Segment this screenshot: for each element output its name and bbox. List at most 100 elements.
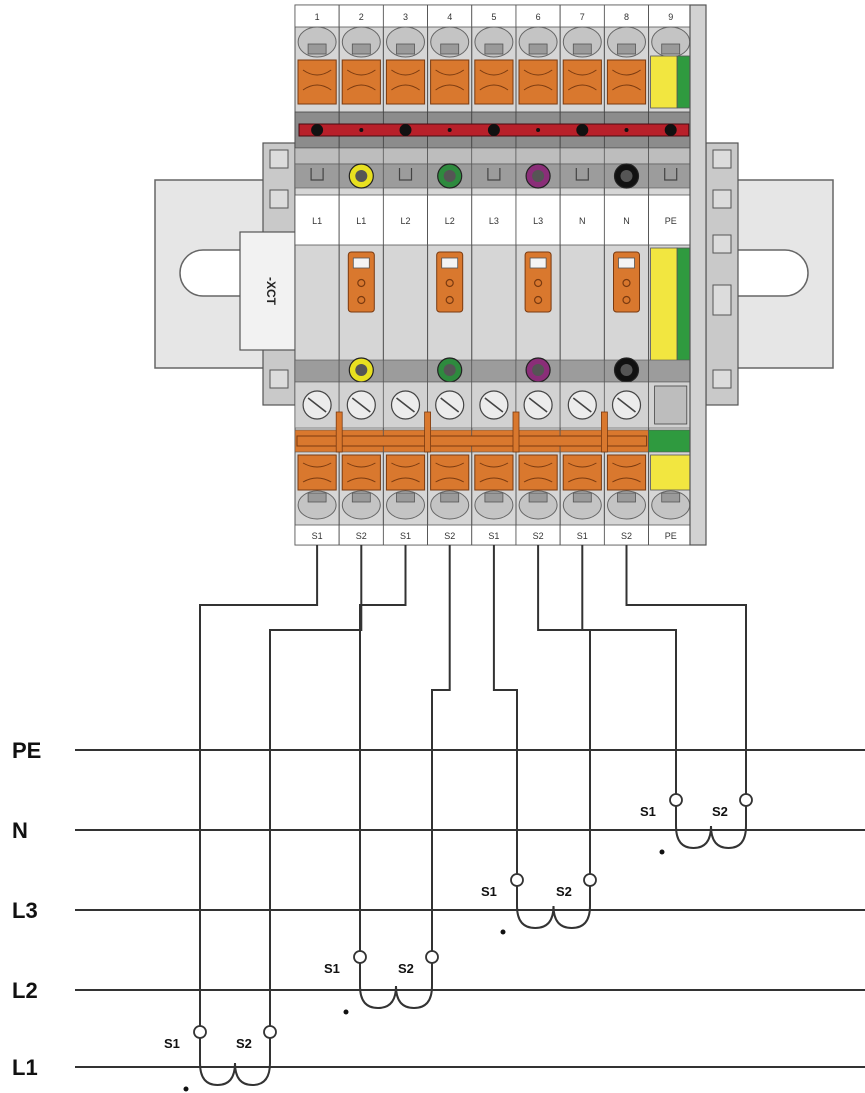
- top-label: L1: [356, 216, 366, 226]
- clamp-opening: [386, 26, 425, 58]
- top-label: N: [623, 216, 630, 226]
- button-detail: [523, 69, 553, 91]
- button-detail: [567, 69, 597, 91]
- polarity-dot: [659, 849, 665, 855]
- test-socket-hole: [355, 170, 368, 182]
- knife-pin: [445, 295, 454, 305]
- orange-push-button-bottom: [341, 454, 381, 491]
- orange-push-button: [341, 59, 381, 105]
- bottom-label: S2: [356, 531, 367, 541]
- jumper-shaft: [515, 147, 561, 165]
- marker-label: [382, 194, 428, 246]
- ct-coil: [199, 1038, 271, 1087]
- position-number: 9: [668, 12, 673, 22]
- position-number: 5: [491, 12, 496, 22]
- lower-socket-row: [471, 359, 517, 383]
- clamp-slot: [484, 43, 504, 55]
- marker-label: [604, 194, 650, 246]
- orange-jumper-bar: [296, 435, 648, 447]
- ct-s1-label: S1: [640, 804, 656, 819]
- screw-slot: [396, 397, 415, 413]
- clamp-slot-bottom: [617, 492, 636, 503]
- socket-row: [294, 163, 340, 189]
- knife-window: [529, 257, 547, 269]
- orange-push-button: [430, 59, 470, 105]
- jumper-dot: [536, 128, 541, 132]
- button-detail: [612, 69, 641, 91]
- ct-coil: [516, 886, 591, 930]
- clamp-opening: [518, 26, 558, 58]
- top-label: N: [579, 216, 586, 226]
- button-detail: [479, 462, 509, 483]
- orange-push-button: [474, 59, 514, 105]
- ct-s1-label: S1: [481, 884, 497, 899]
- jumper-shaft: [648, 147, 694, 165]
- screw-slot: [440, 397, 460, 413]
- position-number: 8: [624, 12, 629, 22]
- top-label: L3: [533, 216, 543, 226]
- clamp-slot-bottom: [572, 492, 592, 503]
- bottom-label: S1: [312, 531, 323, 541]
- jumper-shaft: [294, 147, 340, 165]
- clamp-slot: [351, 43, 371, 55]
- orange-push-button-bottom: [518, 454, 558, 491]
- knife-pin: [622, 295, 631, 305]
- orange-push-button-bottom: [562, 454, 602, 491]
- screw-slot: [351, 397, 371, 413]
- socket-hook: [310, 168, 324, 181]
- top-label: L2: [445, 216, 455, 226]
- position-number: 4: [447, 12, 452, 22]
- clamp-slot: [572, 43, 592, 55]
- marker-carrier: -XCT: [239, 231, 296, 351]
- jumper-peg: [335, 411, 343, 453]
- bottom-label: S1: [577, 531, 588, 541]
- orange-push-button-bottom: [606, 454, 647, 491]
- wire-s1: [199, 545, 319, 1026]
- marker-label: [294, 194, 340, 246]
- clamp-slot: [396, 43, 415, 55]
- top-label: L1: [312, 216, 322, 226]
- button-detail: [391, 69, 420, 91]
- pe-bottom: [650, 454, 692, 491]
- position-number: 1: [315, 12, 320, 22]
- socket-hook: [487, 168, 501, 181]
- ct-terminal-s1: [193, 1025, 207, 1039]
- device-tag: -XCT: [264, 277, 278, 306]
- jumper-peg: [512, 411, 520, 453]
- wire-s1: [492, 545, 518, 874]
- bus-label-n: N: [12, 818, 28, 843]
- orange-push-button: [385, 59, 426, 105]
- ct-terminal-s2: [425, 950, 439, 964]
- knife-window: [441, 257, 459, 269]
- clamp-opening-bottom: [562, 490, 602, 520]
- wire-s2: [537, 545, 591, 874]
- socket-hook: [575, 168, 589, 181]
- screw-slot: [484, 397, 504, 413]
- bottom-label: S1: [488, 531, 499, 541]
- jumper-dot: [359, 128, 364, 132]
- ct-s2-label: S2: [398, 961, 414, 976]
- button-detail: [612, 462, 641, 483]
- ct-s2-label: S2: [712, 804, 728, 819]
- knife-pin: [357, 278, 366, 288]
- button-detail: [567, 462, 597, 483]
- button-detail: [435, 69, 465, 91]
- test-socket-hole: [532, 170, 545, 182]
- marker-label: [427, 194, 473, 246]
- jumper-dot: [447, 128, 452, 132]
- knife-window: [352, 257, 370, 269]
- clamp-opening-bottom: [297, 490, 337, 520]
- socket-hook: [664, 168, 678, 181]
- knife-pin: [357, 295, 366, 305]
- marker-label: [338, 194, 384, 246]
- bottom-label: S2: [444, 531, 455, 541]
- socket-row: [648, 163, 694, 189]
- orange-push-button-bottom: [297, 454, 337, 491]
- clamp-opening-bottom: [341, 490, 381, 520]
